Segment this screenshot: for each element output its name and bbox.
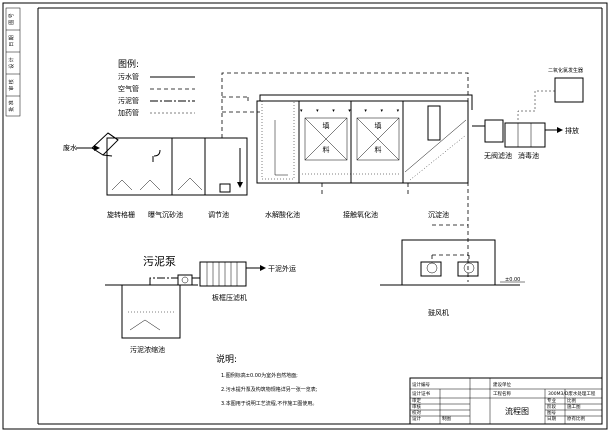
title-block-design-number: 设计编号 xyxy=(412,381,430,388)
note-item: 2.污水提升泵及构筑物规格详另一张一览表; xyxy=(221,386,318,393)
note-item: 3.本图用于说明工艺流程,不作施工图使用。 xyxy=(221,400,317,407)
title-block-design-unit: 建设单位 xyxy=(493,381,511,388)
title-block-cell: 审核 xyxy=(412,403,421,410)
title-block-cell: 校对 xyxy=(412,409,421,416)
valveless-filter-label: 无阀滤池 xyxy=(484,151,512,160)
side-bar-cell: 图 号 xyxy=(9,13,15,25)
rotary-grille xyxy=(91,132,119,157)
dosing-line xyxy=(517,90,555,122)
media-label: 料 xyxy=(323,145,330,154)
side-bar: 图 号 日 期 设 计 审 核 批 准 xyxy=(5,7,21,117)
side-bar-cell: 审 核 xyxy=(8,79,15,91)
hydrolysis-label: 水解酸化池 xyxy=(265,210,300,219)
side-bar-cell: 日 期 xyxy=(9,35,15,47)
chlorine-dioxide-label: 二氧化氯发生器 xyxy=(548,67,583,74)
side-bar-cell: 批 准 xyxy=(8,100,15,112)
title-block-cell: 制图 xyxy=(442,415,451,422)
filter-press xyxy=(199,261,247,287)
title-block xyxy=(409,377,603,425)
sludge-thickener xyxy=(105,284,198,339)
title-block-cell: 专业 xyxy=(547,397,556,404)
title-block-cell: 设计证书 xyxy=(412,390,430,397)
filter-press-label: 板框压滤机 xyxy=(212,293,247,302)
sludge-line xyxy=(149,277,178,285)
legend-item: 污水管 xyxy=(118,72,139,81)
sedimentation-label: 沉淀池 xyxy=(428,210,449,219)
notes-title: 说明: xyxy=(216,353,237,365)
sludge-thickener-label: 污泥浓缩池 xyxy=(130,345,165,354)
title-block-cell: 阶段 xyxy=(547,403,556,410)
side-bar-cell: 设 计 xyxy=(8,57,15,69)
legend-item: 空气管 xyxy=(118,84,139,93)
note-item: 1.图例标高±0.00为室外自然地面; xyxy=(221,372,298,379)
inflow-arrowhead xyxy=(94,145,100,151)
dry-sludge-label: 干泥外运 xyxy=(268,264,296,273)
equalization-label: 调节池 xyxy=(208,210,229,219)
dry-sludge-arrowhead xyxy=(260,265,266,271)
title-block-drawing-name: 流程图 xyxy=(505,406,529,416)
legend-item: 污泥管 xyxy=(118,96,139,105)
sludge-pump-label: 污泥泵 xyxy=(143,255,176,268)
contact-oxidation-label: 接触氧化池 xyxy=(343,210,378,219)
title-block-cell: 日期 xyxy=(547,416,556,422)
air-pipe-network xyxy=(221,72,469,282)
contact-oxidation-tank: 填 料 填 料 xyxy=(298,100,404,184)
chlorine-dioxide-generator xyxy=(554,77,584,103)
title-block-cell: 比例 xyxy=(567,397,576,404)
wastewater-main-line-dots: ▾ ▾ ▾ ▾ ▾ ▾ ▾ xyxy=(300,108,405,114)
hydrolysis-tank xyxy=(256,100,300,184)
wastewater-in-label: 废水 xyxy=(63,143,77,152)
title-block-project-label: 工程名称 xyxy=(493,390,511,397)
title-block-cell: 图号 xyxy=(547,410,556,416)
title-block-phase: 施工图 xyxy=(567,403,581,410)
rotary-grille-label: 旋转格栅 xyxy=(107,210,135,219)
title-block-cell: 设计 xyxy=(412,415,421,422)
media-label: 填 xyxy=(323,121,330,130)
wastewater-main-line xyxy=(259,94,473,110)
legend-title: 图例: xyxy=(118,58,139,70)
discharge-arrowhead xyxy=(557,127,563,133)
media-label: 料 xyxy=(375,145,382,154)
elevation-label: ±0.00 xyxy=(505,277,520,283)
media-label: 填 xyxy=(375,121,382,130)
sedimentation-tank xyxy=(402,100,469,184)
disinfection-label: 消毒池 xyxy=(518,151,539,160)
aerated-grit-label: 曝气沉砂池 xyxy=(148,210,183,219)
blower-label: 鼓风机 xyxy=(428,308,449,317)
title-block-scale-label: 原有比例 xyxy=(567,415,585,422)
pretreatment-tanks xyxy=(106,137,248,196)
title-block-cell: 审定 xyxy=(412,397,421,404)
sludge-pump xyxy=(177,274,193,286)
title-block-project-name: 300M3/D废水处理工程 xyxy=(548,390,596,397)
blower-room xyxy=(380,239,520,286)
disinfection-tank xyxy=(504,122,546,148)
legend-item: 加药管 xyxy=(118,108,139,117)
discharge-label: 排放 xyxy=(565,126,579,135)
legend: 图例: 污水管 空气管 污泥管 加药管 xyxy=(118,58,195,117)
valveless-filter xyxy=(472,119,504,143)
